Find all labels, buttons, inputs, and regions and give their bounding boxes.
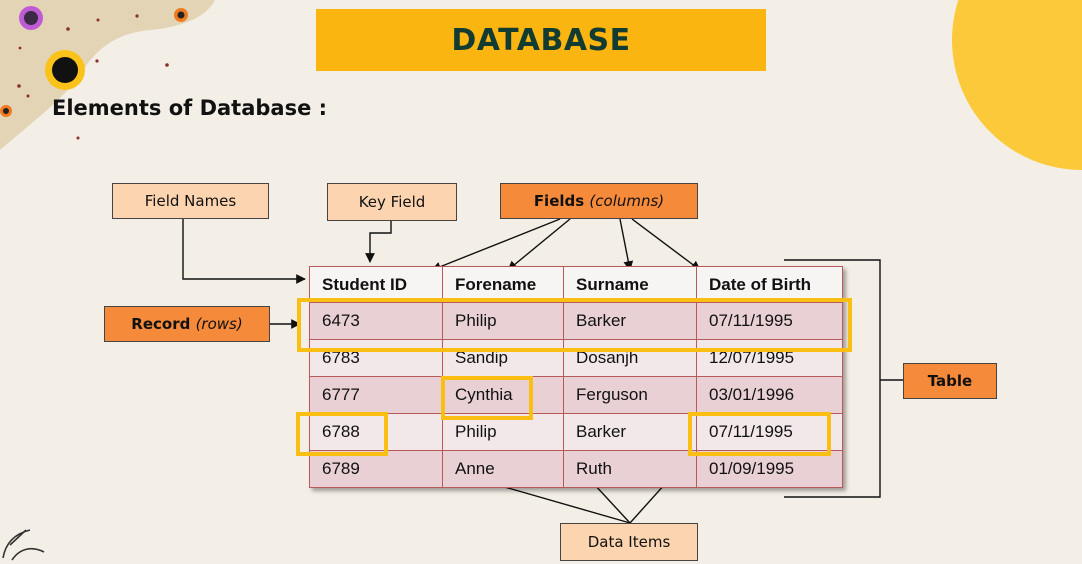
column-header: Forename	[442, 266, 564, 303]
student-table: Student ID Forename Surname Date of Birt…	[309, 266, 843, 488]
fields-label: Fields	[533, 192, 585, 210]
table-cell: Anne	[442, 450, 564, 488]
table-row: 6777 Cynthia Ferguson 03/01/1996	[309, 376, 843, 414]
field-names-callout: Field Names	[112, 183, 269, 219]
record-callout: Record (rows)	[104, 306, 270, 342]
key-field-arrow	[365, 221, 392, 263]
table-cell: 6783	[309, 339, 443, 377]
table-cell: 6473	[309, 302, 443, 340]
table-cell: 6777	[309, 376, 443, 414]
table-header-row: Student ID Forename Surname Date of Birt…	[309, 266, 843, 303]
table-cell: 03/01/1996	[696, 376, 843, 414]
table-cell: 01/09/1995	[696, 450, 843, 488]
title-banner: DATABASE	[316, 9, 766, 71]
data-item-highlight-forename	[441, 376, 533, 420]
table-cell: 6789	[309, 450, 443, 488]
page-title: DATABASE	[451, 22, 631, 58]
fields-arrow-4	[631, 218, 701, 271]
table-row: 6789 Anne Ruth 01/09/1995	[309, 450, 843, 488]
table-bracket	[784, 259, 881, 498]
field-names-arrow	[182, 219, 306, 284]
table-cell: 12/07/1995	[696, 339, 843, 377]
table-cell: Barker	[563, 413, 697, 451]
key-field-callout: Key Field	[327, 183, 457, 221]
table-cell: 07/11/1995	[696, 413, 843, 451]
data-items-label: Data Items	[587, 533, 671, 551]
column-header: Surname	[563, 266, 697, 303]
data-items-callout: Data Items	[560, 523, 698, 561]
table-row: 6473 Philip Barker 07/11/1995	[309, 302, 843, 340]
table-cell: Ferguson	[563, 376, 697, 414]
data-item-highlight-dob	[688, 412, 831, 456]
table-cell: Philip	[442, 302, 564, 340]
data-item-highlight-student-id	[296, 412, 388, 456]
table-label: Table	[927, 372, 973, 390]
fields-arrow-3	[619, 218, 634, 271]
table-callout: Table	[903, 363, 997, 399]
key-field-label: Key Field	[358, 193, 426, 211]
fields-arrow-1	[431, 218, 561, 272]
field-names-label: Field Names	[144, 192, 237, 210]
record-label-note: (rows)	[195, 315, 243, 333]
record-row-highlight	[297, 298, 852, 352]
table-row: 6788 Philip Barker 07/11/1995	[309, 413, 843, 451]
fields-arrow-2	[507, 218, 571, 271]
record-label: Record	[131, 315, 191, 333]
table-row: 6783 Sandip Dosanjh 12/07/1995	[309, 339, 843, 377]
fields-label-note: (columns)	[589, 192, 665, 210]
table-cell: 07/11/1995	[696, 302, 843, 340]
table-cell: Barker	[563, 302, 697, 340]
column-header: Student ID	[309, 266, 443, 303]
section-subtitle: Elements of Database :	[52, 96, 328, 120]
table-cell: Ruth	[563, 450, 697, 488]
column-header: Date of Birth	[696, 266, 843, 303]
table-cell: 6788	[309, 413, 443, 451]
fields-callout: Fields (columns)	[500, 183, 698, 219]
